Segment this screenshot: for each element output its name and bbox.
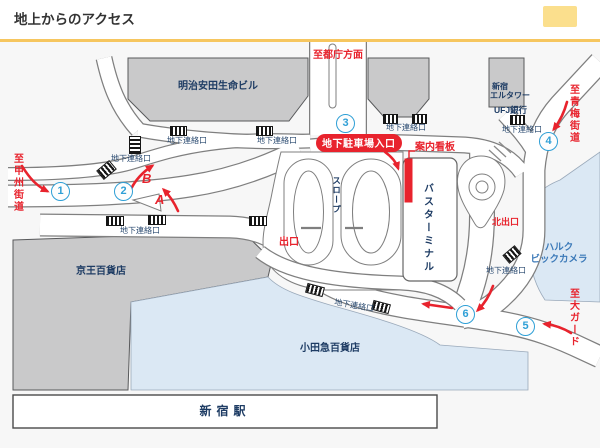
info-board-marker [404, 158, 413, 203]
info-board-pointer-line [408, 150, 415, 158]
arrow-route-a [161, 187, 180, 213]
corner-accent [543, 6, 577, 27]
parking-exit-road [256, 246, 465, 310]
stairs-icon [510, 115, 525, 125]
stairs-icon [106, 216, 124, 226]
arrow-to-parking-entrance [383, 150, 400, 171]
page-title: 地上からのアクセス [14, 12, 135, 27]
label-bus-terminal: バスターミナル [421, 183, 433, 274]
direction-tocho: 至都庁方面 [313, 50, 363, 61]
label-underground-gate: 地下連絡口 [257, 136, 297, 145]
route-point-5: 5 [516, 317, 535, 336]
route-point-2: 2 [114, 182, 133, 201]
label-underground-gate: 地下連絡口 [120, 226, 160, 235]
shinjuku-station-box [12, 394, 438, 429]
route-letter-b: B [142, 171, 152, 186]
stairs-icon [256, 126, 273, 136]
road-median-island [328, 43, 337, 109]
route-point-1: 1 [51, 182, 70, 201]
label-underground-gate: 地下連絡口 [502, 125, 542, 134]
label-info-board: 案内看板 [415, 142, 455, 153]
building-el-tower [488, 57, 525, 108]
arrow-west-along-avenue [421, 300, 454, 310]
label-underground-gate: 地下連絡口 [111, 154, 151, 163]
stairs-icon [383, 114, 398, 124]
route-point-4: 4 [539, 132, 558, 151]
label-north-exit: 北出口 [492, 217, 520, 227]
label-underground-gate: 地下連絡口 [486, 266, 526, 275]
stairs-icon [170, 126, 187, 136]
route-point-6: 6 [456, 305, 475, 324]
stairs-icon [148, 215, 166, 225]
label-exit: 出口 [279, 237, 299, 248]
crosswalk-hatching [488, 141, 512, 162]
label-ufj-bank: UFJ銀行 [494, 105, 528, 115]
building-odakyu-dept [130, 276, 529, 391]
route-letter-a: A [155, 192, 165, 207]
label-underground-gate: 地下連絡口 [386, 123, 426, 132]
label-slope: スロープ [331, 176, 342, 214]
title-rule [0, 39, 600, 42]
parking-ramp-loops [283, 158, 402, 266]
arrow-from-koshu-kaido [20, 164, 50, 193]
label-el-tower-line1: 新宿 [492, 82, 508, 91]
parking-entrance-badge: 地下駐車場入口 [316, 134, 402, 152]
label-shinjuku-station: 新宿駅 [199, 404, 251, 418]
label-keio-dept: 京王百貨店 [76, 266, 126, 277]
direction-koshu-kaido: 至甲州街道 [11, 153, 23, 213]
traffic-island [131, 193, 162, 212]
arrow-route-b [129, 164, 155, 191]
arrow-from-o-guard [542, 320, 573, 335]
arrow-from-ome-kaido [552, 100, 569, 132]
route-point-3: 3 [336, 114, 355, 133]
bus-terminal-building [402, 157, 458, 282]
label-el-tower-line2: エルタワー [490, 91, 530, 100]
building-meiji-yasuda [127, 57, 309, 122]
label-odakyu-dept: 小田急百貨店 [300, 343, 360, 354]
stairs-icon [412, 114, 427, 124]
label-meiji-yasuda: 明治安田生命ビル [178, 81, 258, 92]
label-underground-gate: 地下連絡口 [167, 136, 207, 145]
building-unnamed-center [367, 57, 430, 118]
stairs-icon [249, 216, 267, 226]
label-halc-line1: ハルク [544, 242, 574, 253]
label-halc-line2: ビックカメラ [530, 254, 588, 265]
rotary-island-inner [475, 180, 489, 194]
arrow-to-point-6 [475, 284, 495, 313]
stairs-icon [129, 136, 141, 154]
direction-o-guard: 至大ガード [567, 288, 579, 348]
direction-ome-kaido: 至青梅街道 [567, 84, 579, 144]
